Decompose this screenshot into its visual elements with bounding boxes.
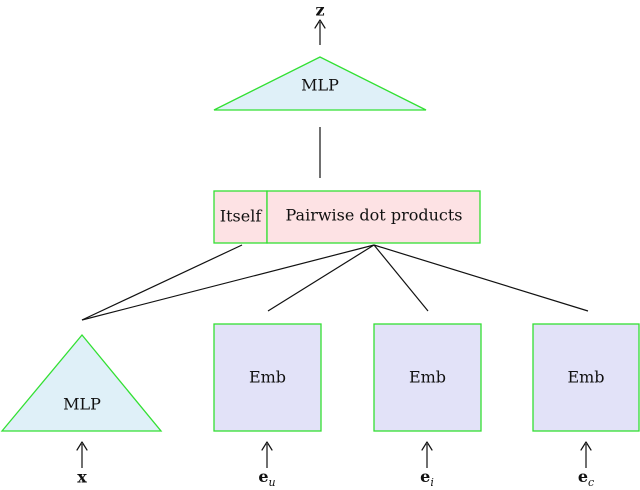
- edge-emb-i-to-pairwise: [373, 244, 429, 312]
- top-mlp-triangle: [213, 56, 427, 111]
- input-ei-group: ei: [420, 441, 434, 489]
- pairwise-box: [266, 190, 481, 244]
- input-x-label: x: [77, 468, 87, 487]
- input-ec-group: ec: [578, 441, 594, 489]
- bottom-mlp-triangle: [0, 333, 163, 432]
- interaction-node: Itself Pairwise dot products: [213, 190, 481, 244]
- input-ec-arrow-head: [580, 441, 592, 451]
- edge-emb-u-to-pairwise: [267, 244, 375, 312]
- input-ec-sub: c: [588, 476, 594, 489]
- bottom-mlp-node: MLP: [0, 333, 163, 432]
- edge-mlp-to-itself: [81, 244, 243, 321]
- input-ec-main: e: [578, 467, 588, 486]
- top-mlp-node: MLP: [213, 56, 427, 111]
- input-eu-sub: u: [269, 476, 276, 489]
- emb-u-label: Emb: [249, 368, 286, 387]
- emb-u-box: [213, 323, 322, 432]
- emb-i-label: Emb: [409, 368, 446, 387]
- itself-label: Itself: [220, 207, 263, 226]
- itself-box: [213, 190, 268, 244]
- input-eu-arrow-head: [261, 441, 273, 451]
- emb-c-node: Emb: [532, 323, 640, 432]
- edge-mlp-to-pairwise: [81, 244, 375, 321]
- input-ei-arrow-head: [421, 441, 433, 451]
- emb-u-node: Emb: [213, 323, 322, 432]
- emb-i-box: [373, 323, 482, 432]
- output-z-label: z: [315, 1, 324, 20]
- input-edges: [81, 244, 589, 321]
- input-x-arrow-head: [76, 441, 88, 451]
- edge-emb-c-to-pairwise: [373, 244, 589, 312]
- input-ec-label: ec: [578, 467, 594, 489]
- input-x-group: x: [76, 441, 88, 487]
- input-ei-main: e: [420, 467, 430, 486]
- pairwise-label: Pairwise dot products: [286, 206, 463, 225]
- input-ei-label: ei: [420, 467, 434, 489]
- input-eu-main: e: [258, 467, 268, 486]
- top-mlp-label: MLP: [301, 76, 339, 95]
- emb-c-label: Emb: [567, 368, 604, 387]
- output-z-group: z: [314, 1, 326, 45]
- input-eu-label: eu: [258, 467, 275, 489]
- output-arrow-head: [314, 19, 326, 29]
- input-eu-group: eu: [258, 441, 276, 489]
- input-ei-sub: i: [430, 476, 434, 489]
- emb-i-node: Emb: [373, 323, 482, 432]
- emb-c-box: [532, 323, 640, 432]
- bottom-mlp-label: MLP: [63, 395, 101, 414]
